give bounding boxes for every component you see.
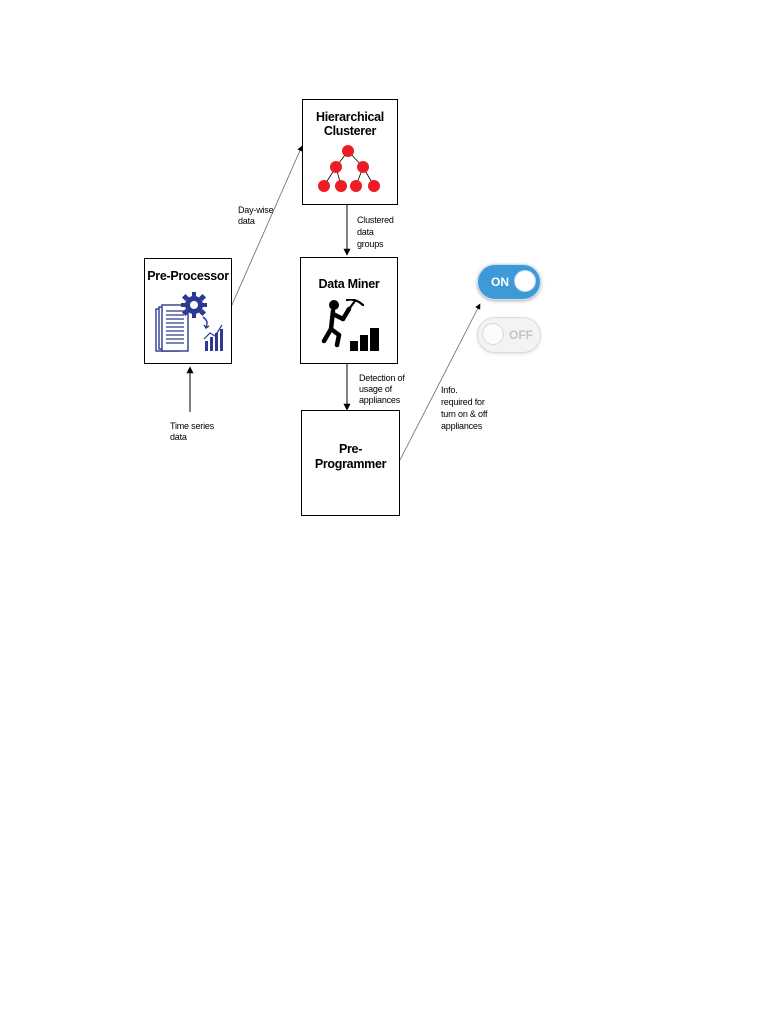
label-clustered-line3: groups (357, 239, 384, 249)
arrow-programmer-to-switch (399, 303, 481, 461)
arrow-preprocessor-to-clusterer (230, 145, 303, 308)
off-switch[interactable]: OFF (477, 317, 541, 353)
clusterer-title-line1: Hierarchical (316, 110, 384, 124)
pre-processor-node: Pre-Processor (144, 258, 232, 364)
label-clustered-line2: data (357, 227, 374, 237)
data-miner-node: Data Miner (300, 257, 398, 364)
pre-programmer-node: Pre- Programmer (301, 410, 400, 516)
label-info-line2: required for (441, 397, 485, 407)
label-info-line1: Info. (441, 385, 458, 395)
pre-programmer-title-line1: Pre- (338, 442, 363, 456)
label-detection-line3: appliances (359, 395, 401, 405)
tree-hierarchy-icon (318, 145, 380, 192)
hierarchical-clusterer-node: Hierarchical Clusterer (302, 99, 398, 205)
on-switch-label: ON (491, 275, 509, 289)
clusterer-title-line2: Clusterer (323, 124, 377, 138)
pre-processor-title: Pre-Processor (147, 269, 229, 283)
label-time-series-line1: Time series (170, 421, 214, 431)
label-detection-line2: usage of (359, 384, 392, 394)
off-switch-label: OFF (509, 328, 533, 342)
label-day-wise-line1: Day-wise (238, 205, 274, 215)
miner-bars-icon (321, 299, 379, 351)
label-info-line4: appliances (441, 421, 483, 431)
pre-programmer-title-line2: Programmer (314, 457, 387, 471)
label-time-series-line2: data (170, 432, 187, 442)
data-miner-title: Data Miner (318, 277, 380, 291)
label-detection-line1: Detection of (359, 373, 405, 383)
on-switch-knob (514, 270, 536, 292)
label-day-wise-line2: data (238, 216, 255, 226)
on-switch[interactable]: ON (477, 264, 541, 300)
document-gear-chart-icon (155, 292, 223, 352)
off-switch-knob (482, 323, 504, 345)
label-clustered-line1: Clustered (357, 215, 394, 225)
label-info-line3: turn on & off (441, 409, 488, 419)
